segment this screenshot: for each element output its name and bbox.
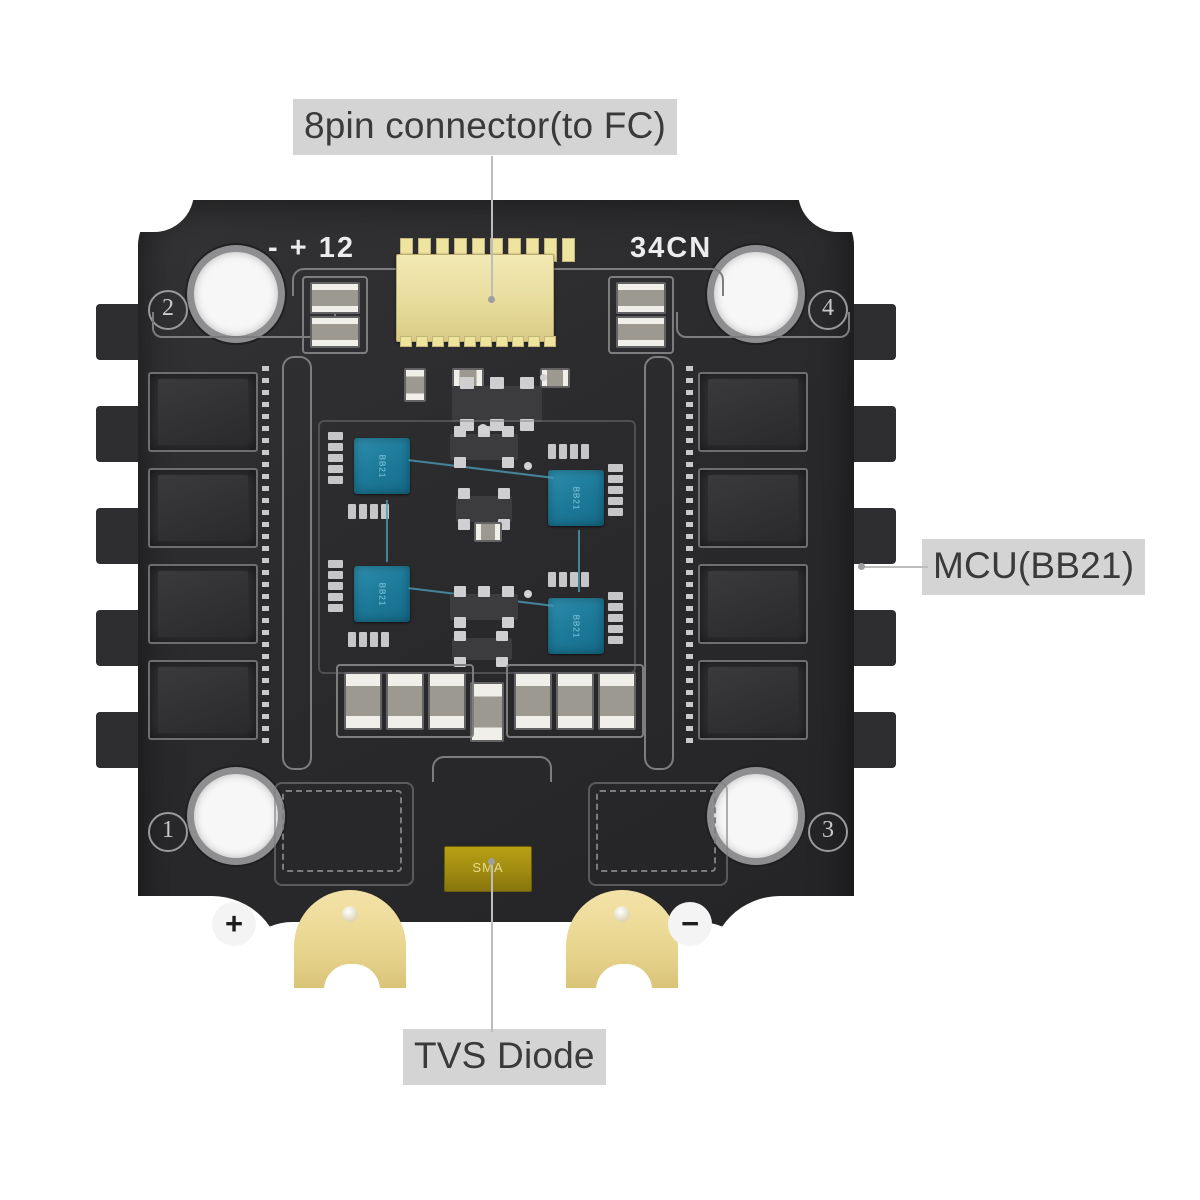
pad-bank-mcu2-left (328, 560, 343, 612)
capacitor-bottom-3 (428, 672, 466, 730)
pad-hole-positive (324, 964, 380, 1004)
pad-bank-mcu2-bottom (348, 632, 389, 647)
connector-solder-pads (400, 336, 556, 347)
mount-hole-top-left (194, 252, 278, 336)
capacitor-bottom-2 (386, 672, 424, 730)
cap-outline-top-right (608, 276, 674, 354)
mosfet-left-3 (148, 564, 258, 644)
silkscreen-top-right: 34CN (630, 232, 713, 264)
pad-hole-negative (596, 964, 652, 1004)
bottom-pad-zone-right (596, 790, 716, 872)
capacitor-top-left-2 (310, 316, 360, 348)
smd-part-a (404, 368, 426, 402)
mount-hole-bottom-right (714, 774, 798, 858)
capacitor-top-left-1 (310, 282, 360, 314)
via-dot-1 (540, 374, 547, 381)
mosfet-left-4 (148, 660, 258, 740)
bottom-silk-arc (432, 756, 552, 782)
capacitor-bottom-1 (344, 672, 382, 730)
mosfet-left-1 (148, 372, 258, 452)
mosfet-right-2 (698, 468, 808, 548)
pad-via-positive (342, 906, 358, 922)
sot-ic-2 (456, 488, 512, 530)
polarity-plus-icon: + (212, 902, 256, 946)
mcu-chip-3: BB21 (548, 470, 604, 526)
ground-plane-outline-right (644, 356, 674, 770)
silk-outline-right (676, 312, 850, 338)
bottom-right-bevel (710, 896, 900, 992)
mosfet-right-3 (698, 564, 808, 644)
via-stitch-left (262, 366, 269, 746)
cap-outline-top-left (302, 276, 368, 354)
via-dot-2 (478, 424, 488, 434)
via-dot-4 (524, 590, 532, 598)
mcu-chip-2: BB21 (354, 566, 410, 622)
bottom-left-bevel (92, 896, 282, 992)
cap-outline-bottom-right (506, 664, 644, 738)
mosfet-right-1 (698, 372, 808, 452)
via-dot-3 (524, 462, 532, 470)
tvs-diode-marking: SMA (472, 860, 504, 875)
tvs-diode: SMA (444, 846, 532, 892)
capacitor-bottom-4 (470, 682, 504, 742)
callout-tvs: TVS Diode (403, 1029, 606, 1086)
pad-bank-mcu3-right (608, 464, 623, 516)
mount-hole-top-right (714, 252, 798, 336)
regulator-ic (452, 377, 542, 431)
pad-via-negative (614, 906, 630, 922)
pad-bank-mcu4-right (608, 592, 623, 644)
mount-hole-bottom-left (194, 774, 278, 858)
mcu-chip-1: BB21 (354, 438, 410, 494)
callout-mcu: MCU(BB21) (922, 539, 1146, 596)
bottom-pad-zone-left (282, 790, 402, 872)
leader-dot-connector (488, 296, 495, 303)
polarity-minus-icon: − (668, 902, 712, 946)
corner-marker-4: 4 (808, 290, 848, 330)
esc-circuit-board: 2 4 1 3 - + 12 34CN (92, 192, 900, 1004)
pad-bank-mcu1-bottom (348, 504, 389, 519)
pad-bank-mcu3-top (548, 444, 589, 459)
signal-trace-4 (578, 530, 580, 592)
leader-line-mcu (862, 566, 928, 568)
capacitor-bottom-7 (598, 672, 636, 730)
mosfet-right-4 (698, 660, 808, 740)
capacitor-top-right-2 (616, 316, 666, 348)
capacitor-bottom-5 (514, 672, 552, 730)
smd-part-d (474, 522, 502, 542)
capacitor-top-right-1 (616, 282, 666, 314)
corner-marker-3: 3 (808, 812, 848, 852)
leader-dot-mcu (858, 563, 865, 570)
bottom-zone-outline-left (274, 782, 414, 886)
cap-outline-bottom-left (336, 664, 474, 738)
sot-ic-4 (452, 631, 512, 667)
bottom-zone-outline-right (588, 782, 728, 886)
leader-dot-tvs (488, 858, 495, 865)
pad-bank-mcu1-left (328, 432, 343, 484)
corner-marker-2: 2 (148, 290, 188, 330)
mcu-chip-4: BB21 (548, 598, 604, 654)
fc-connector-8pin[interactable] (396, 254, 554, 342)
signal-trace-3 (386, 500, 388, 562)
mcu-cluster-outline (318, 420, 636, 674)
via-stitch-right (686, 366, 693, 746)
pad-bank-mcu4-top (548, 572, 589, 587)
silkscreen-top-left: - + 12 (268, 232, 355, 264)
leader-line-connector (491, 156, 493, 302)
capacitor-bottom-6 (556, 672, 594, 730)
corner-marker-1: 1 (148, 812, 188, 852)
mosfet-left-2 (148, 468, 258, 548)
ground-plane-outline-left (282, 356, 312, 770)
callout-connector: 8pin connector(to FC) (293, 99, 678, 156)
sot-ic-3 (450, 586, 518, 628)
leader-line-tvs (491, 862, 493, 1032)
